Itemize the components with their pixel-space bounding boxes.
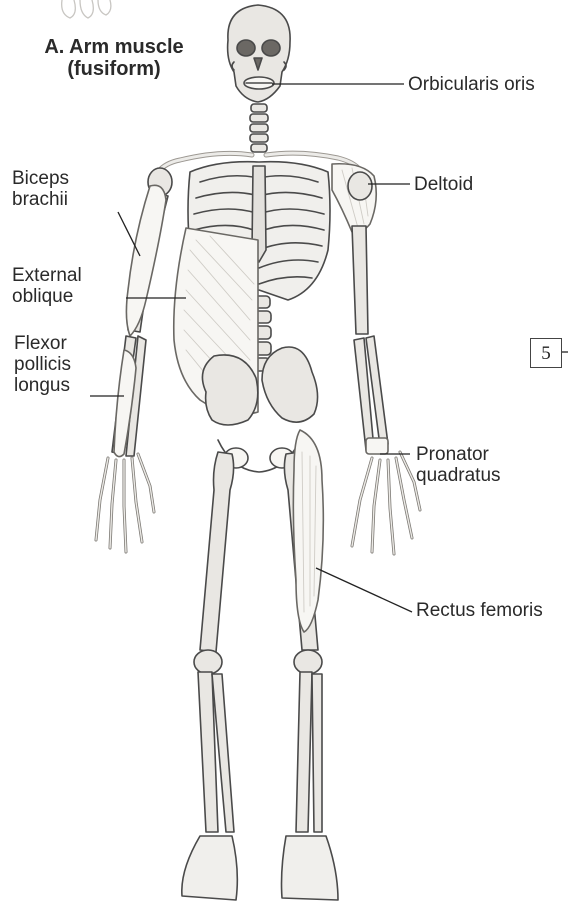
biceps-brachii-muscle [126,185,166,336]
label-rectus-femoris: Rectus femoris [416,600,543,621]
callout-number-box: 5 [530,338,562,368]
leader-lines [90,84,568,612]
label-external-line1: External [12,265,82,286]
figure-title-line1: A. Arm muscle [24,36,204,58]
hand-sketch-fragment [62,0,111,18]
label-biceps-brachii: Biceps brachii [12,168,69,210]
label-flexor-pollicis-longus: Flexor pollicis longus [14,333,71,396]
leader-rectus-femoris [316,568,412,612]
label-flexor-line1: Flexor [14,333,71,354]
label-flexor-line2: pollicis [14,354,71,375]
figure-title-line2: (fusiform) [24,58,204,80]
cervical-vertebrae [250,104,268,152]
label-external-line2: oblique [12,286,82,307]
right-leg [282,430,339,900]
left-leg [182,452,238,900]
label-flexor-line3: longus [14,375,71,396]
label-biceps-line2: brachii [12,189,69,210]
figure-title: A. Arm muscle (fusiform) [24,36,204,80]
label-pronator-line2: quadratus [416,465,501,486]
label-pronator-line1: Pronator [416,444,501,465]
label-external-oblique: External oblique [12,265,82,307]
rectus-femoris-muscle [293,430,323,632]
label-deltoid: Deltoid [414,174,473,195]
right-arm [348,172,420,554]
left-arm [96,168,172,552]
label-orbicularis-oris: Orbicularis oris [408,74,535,95]
label-pronator-quadratus: Pronator quadratus [416,444,501,486]
pronator-quadratus-muscle [366,438,388,454]
label-biceps-line1: Biceps [12,168,69,189]
